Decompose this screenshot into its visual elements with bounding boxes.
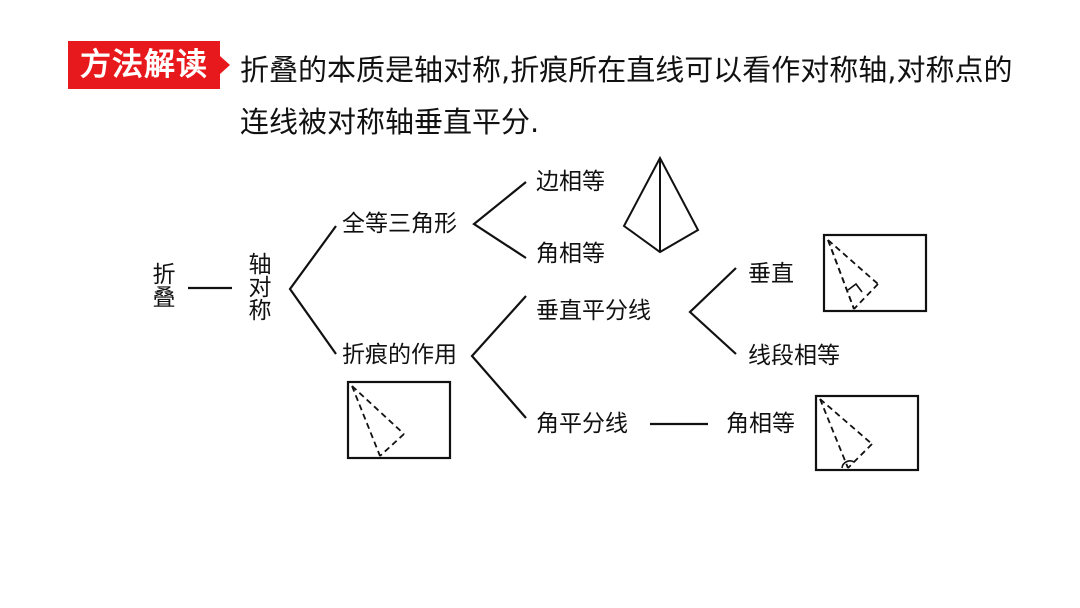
connector-axis-fork: [288, 225, 337, 355]
perpendicular-bisector-label: 垂直平分线: [536, 298, 651, 324]
angle-bisector-label: 角平分线: [536, 411, 628, 437]
method-badge-label: 方法解读: [80, 47, 208, 83]
method-badge: 方法解读: [68, 41, 220, 89]
connector-perp-fork: [688, 267, 737, 355]
equal-segments-label: 线段相等: [748, 343, 840, 369]
connector-congruent-fork: [472, 181, 527, 259]
root-label-fold: 折 叠: [152, 262, 176, 311]
description-line-2: 连线被对称轴垂直平分.: [240, 105, 540, 139]
crease-function-label: 折痕的作用: [342, 342, 457, 368]
fold-rectangle-right-angle-figure: [822, 233, 928, 313]
description-line-1: 折叠的本质是轴对称,折痕所在直线可以看作对称轴,对称点的: [240, 53, 1013, 87]
equal-sides-label: 边相等: [536, 169, 605, 195]
fold-rectangle-angle-figure: [814, 394, 920, 472]
kite-triangles-figure: [622, 155, 700, 254]
badge-arrow-icon: [220, 56, 230, 74]
axis-symmetry-label: 轴 对 称: [248, 252, 272, 324]
perpendicular-label: 垂直: [748, 261, 794, 287]
fold-rectangle-figure: [346, 380, 452, 460]
congruent-triangles-label: 全等三角形: [342, 211, 457, 237]
equal-angles-label-1: 角相等: [536, 241, 605, 267]
connector-crease-fork: [470, 295, 527, 419]
equal-angles-label-2: 角相等: [726, 411, 795, 437]
